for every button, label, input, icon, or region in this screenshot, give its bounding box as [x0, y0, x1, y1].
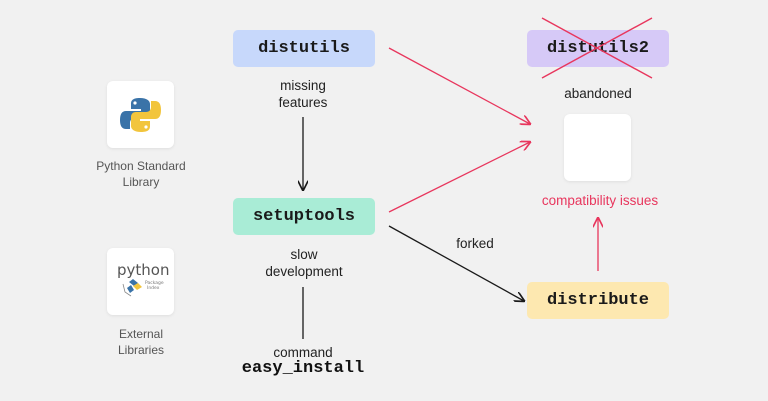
- external-label-line2: Libraries: [117, 343, 165, 357]
- easy-install-label: easy_install: [241, 359, 365, 378]
- arrow-setuptools-to-compat: [388, 142, 530, 213]
- missing-features-label: missing features: [243, 77, 363, 111]
- distutils-node: distutils: [233, 30, 375, 67]
- python-logo-tile: [107, 81, 174, 148]
- arrow-distutils-to-compat: [388, 47, 530, 124]
- compatibility-issues-label: compatibility issues: [541, 193, 659, 208]
- pypi-logo-sub2: Index: [147, 285, 160, 291]
- missing-line1: missing: [280, 78, 326, 93]
- distutils2-node: distutils2: [527, 30, 669, 67]
- slow-line1: slow: [290, 247, 318, 262]
- pypi-logo-sub1: Package: [145, 280, 164, 286]
- setuptools-node: setuptools: [233, 198, 375, 235]
- pypi-logo-text: python: [117, 261, 169, 279]
- forked-label: forked: [456, 236, 494, 251]
- slow-development-label: slow development: [233, 246, 375, 280]
- arrow-forked: [388, 225, 524, 301]
- compat-icon-tile: [564, 114, 631, 181]
- stdlib-label-line2: Library: [122, 175, 160, 189]
- slow-line2: development: [265, 264, 343, 279]
- python-logo-icon: [120, 98, 161, 132]
- stdlib-label: Python Standard Library: [80, 158, 202, 190]
- distribute-node: distribute: [527, 282, 669, 319]
- pypi-logo-tile: python Package Index: [107, 248, 174, 315]
- command-label: command: [273, 345, 333, 360]
- external-label-line1: External: [118, 327, 164, 341]
- pypi-logo-icon: python Package Index: [117, 261, 169, 297]
- missing-line2: features: [278, 95, 328, 110]
- external-label: External Libraries: [80, 326, 202, 358]
- stdlib-label-line1: Python Standard: [96, 159, 186, 173]
- abandoned-label: abandoned: [564, 86, 632, 101]
